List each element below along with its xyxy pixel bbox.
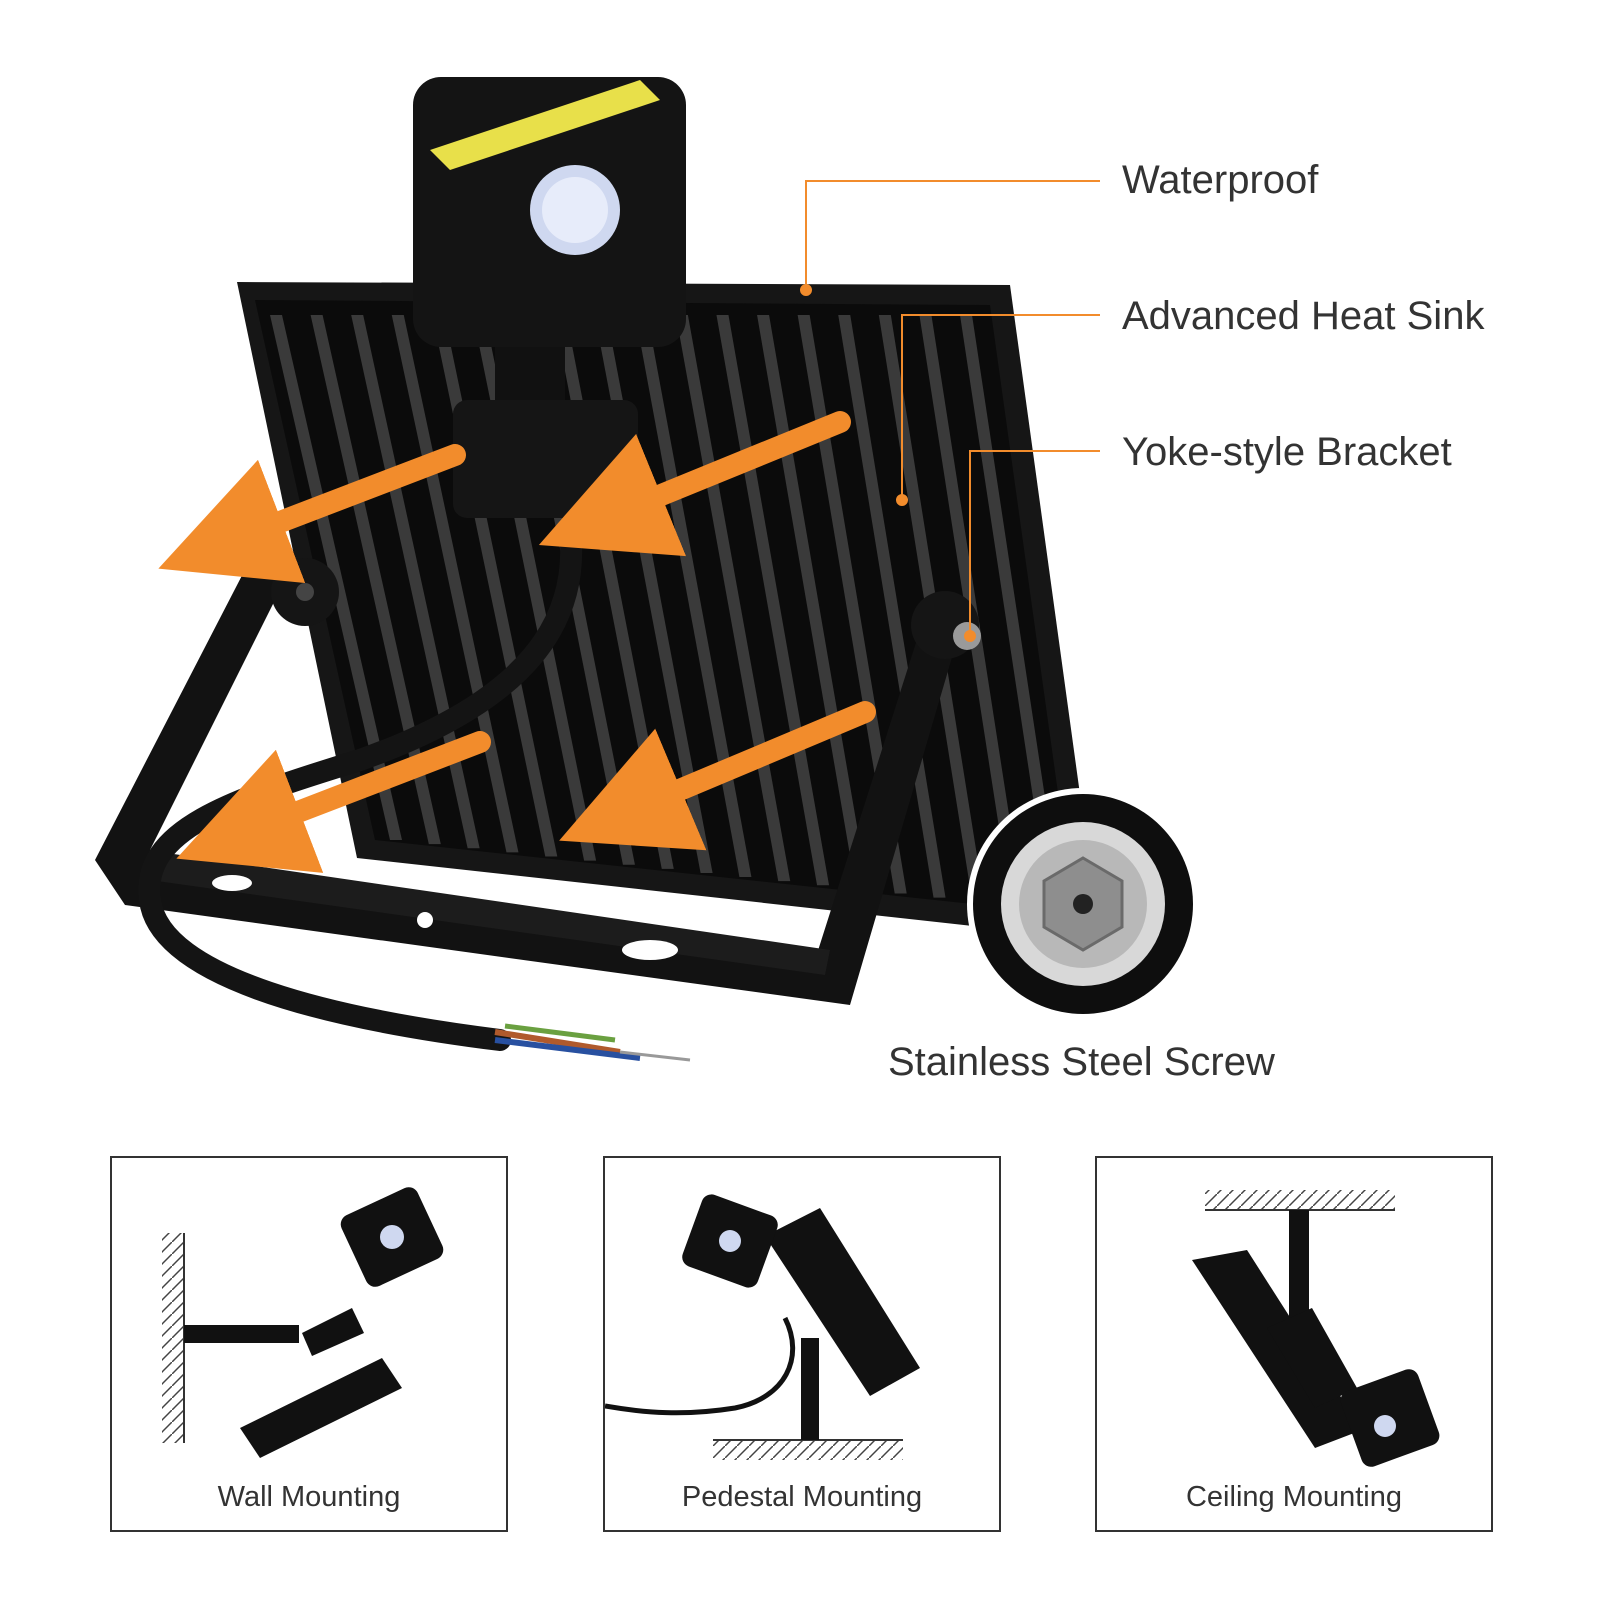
mounting-label-ceiling: Ceiling Mounting <box>1185 1481 1402 1513</box>
heat-sink-fin <box>270 315 402 840</box>
mounting-panel-pedestal: Pedestal Mounting <box>603 1156 1001 1532</box>
mounting-panel-ceiling: Ceiling Mounting <box>1095 1156 1493 1532</box>
mounting-label-wall: Wall Mounting <box>217 1481 401 1513</box>
heat-sink-fin <box>797 315 907 894</box>
callout-heat-sink: Advanced Heat Sink <box>1122 294 1485 338</box>
callout-leaders <box>800 180 1100 642</box>
heat-sink-fin <box>757 315 868 890</box>
callout-bracket: Yoke-style Bracket <box>1122 430 1452 474</box>
pedestal-mount-icon <box>605 1194 920 1460</box>
heat-sink-fin <box>675 315 791 882</box>
mounting-panel-wall: Wall Mounting <box>110 1156 508 1532</box>
heat-sink-fin <box>960 315 1062 910</box>
heat-sink-fin <box>310 315 441 845</box>
wall-mount-icon <box>162 1187 444 1458</box>
ceiling-mount-icon <box>1192 1190 1440 1467</box>
screw-detail <box>967 788 1199 1020</box>
callout-waterproof: Waterproof <box>1122 158 1319 202</box>
callout-screw: Stainless Steel Screw <box>888 1040 1275 1084</box>
mounting-label-pedestal: Pedestal Mounting <box>681 1481 923 1513</box>
yoke-bracket <box>95 558 981 1005</box>
heat-sink-fin <box>391 315 519 853</box>
heat-flow-arrows <box>158 411 876 873</box>
motion-sensor <box>413 77 686 518</box>
